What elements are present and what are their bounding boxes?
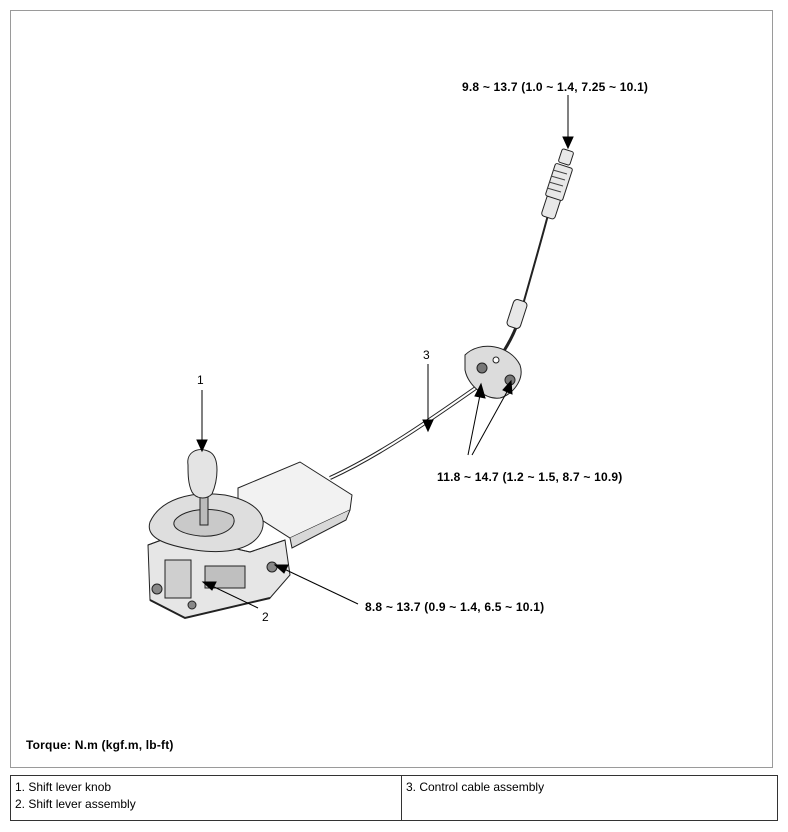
torque-spec-cable-end: 9.8 ~ 13.7 (1.0 ~ 1.4, 7.25 ~ 10.1): [462, 80, 649, 94]
figure-frame: [10, 10, 773, 768]
part-number-lever: 2: [262, 610, 269, 624]
leader-lines: [196, 95, 574, 609]
part-number-knob: 1: [197, 373, 204, 387]
cover-plate: [237, 461, 353, 549]
legend-cell-right: 3. Control cable assembly: [401, 775, 778, 821]
legend-item-cable: 3. Control cable assembly: [406, 780, 545, 794]
torque-unit-note: Torque: N.m (kgf.m, lb-ft): [26, 738, 174, 752]
cable-end-fitting: [506, 148, 574, 329]
torque-spec-cable-bracket: 11.8 ~ 14.7 (1.2 ~ 1.5, 8.7 ~ 10.9): [437, 470, 623, 484]
legend-cell-left: 1. Shift lever knob 2. Shift lever assem…: [10, 775, 402, 821]
shift-lever-knob: [187, 449, 218, 526]
parts-legend: 1. Shift lever knob 2. Shift lever assem…: [10, 775, 778, 821]
shift-lever-cable-diagram: [147, 95, 574, 620]
legend-item-knob: 1. Shift lever knob: [15, 780, 112, 794]
part-number-cable: 3: [423, 348, 430, 362]
control-cable: [329, 189, 557, 480]
torque-spec-lever-assembly: 8.8 ~ 13.7 (0.9 ~ 1.4, 6.5 ~ 10.1): [365, 600, 545, 614]
legend-row: 1. Shift lever knob 2. Shift lever assem…: [10, 775, 778, 821]
shift-lever-assembly: [147, 534, 291, 620]
legend-item-lever: 2. Shift lever assembly: [15, 797, 136, 811]
